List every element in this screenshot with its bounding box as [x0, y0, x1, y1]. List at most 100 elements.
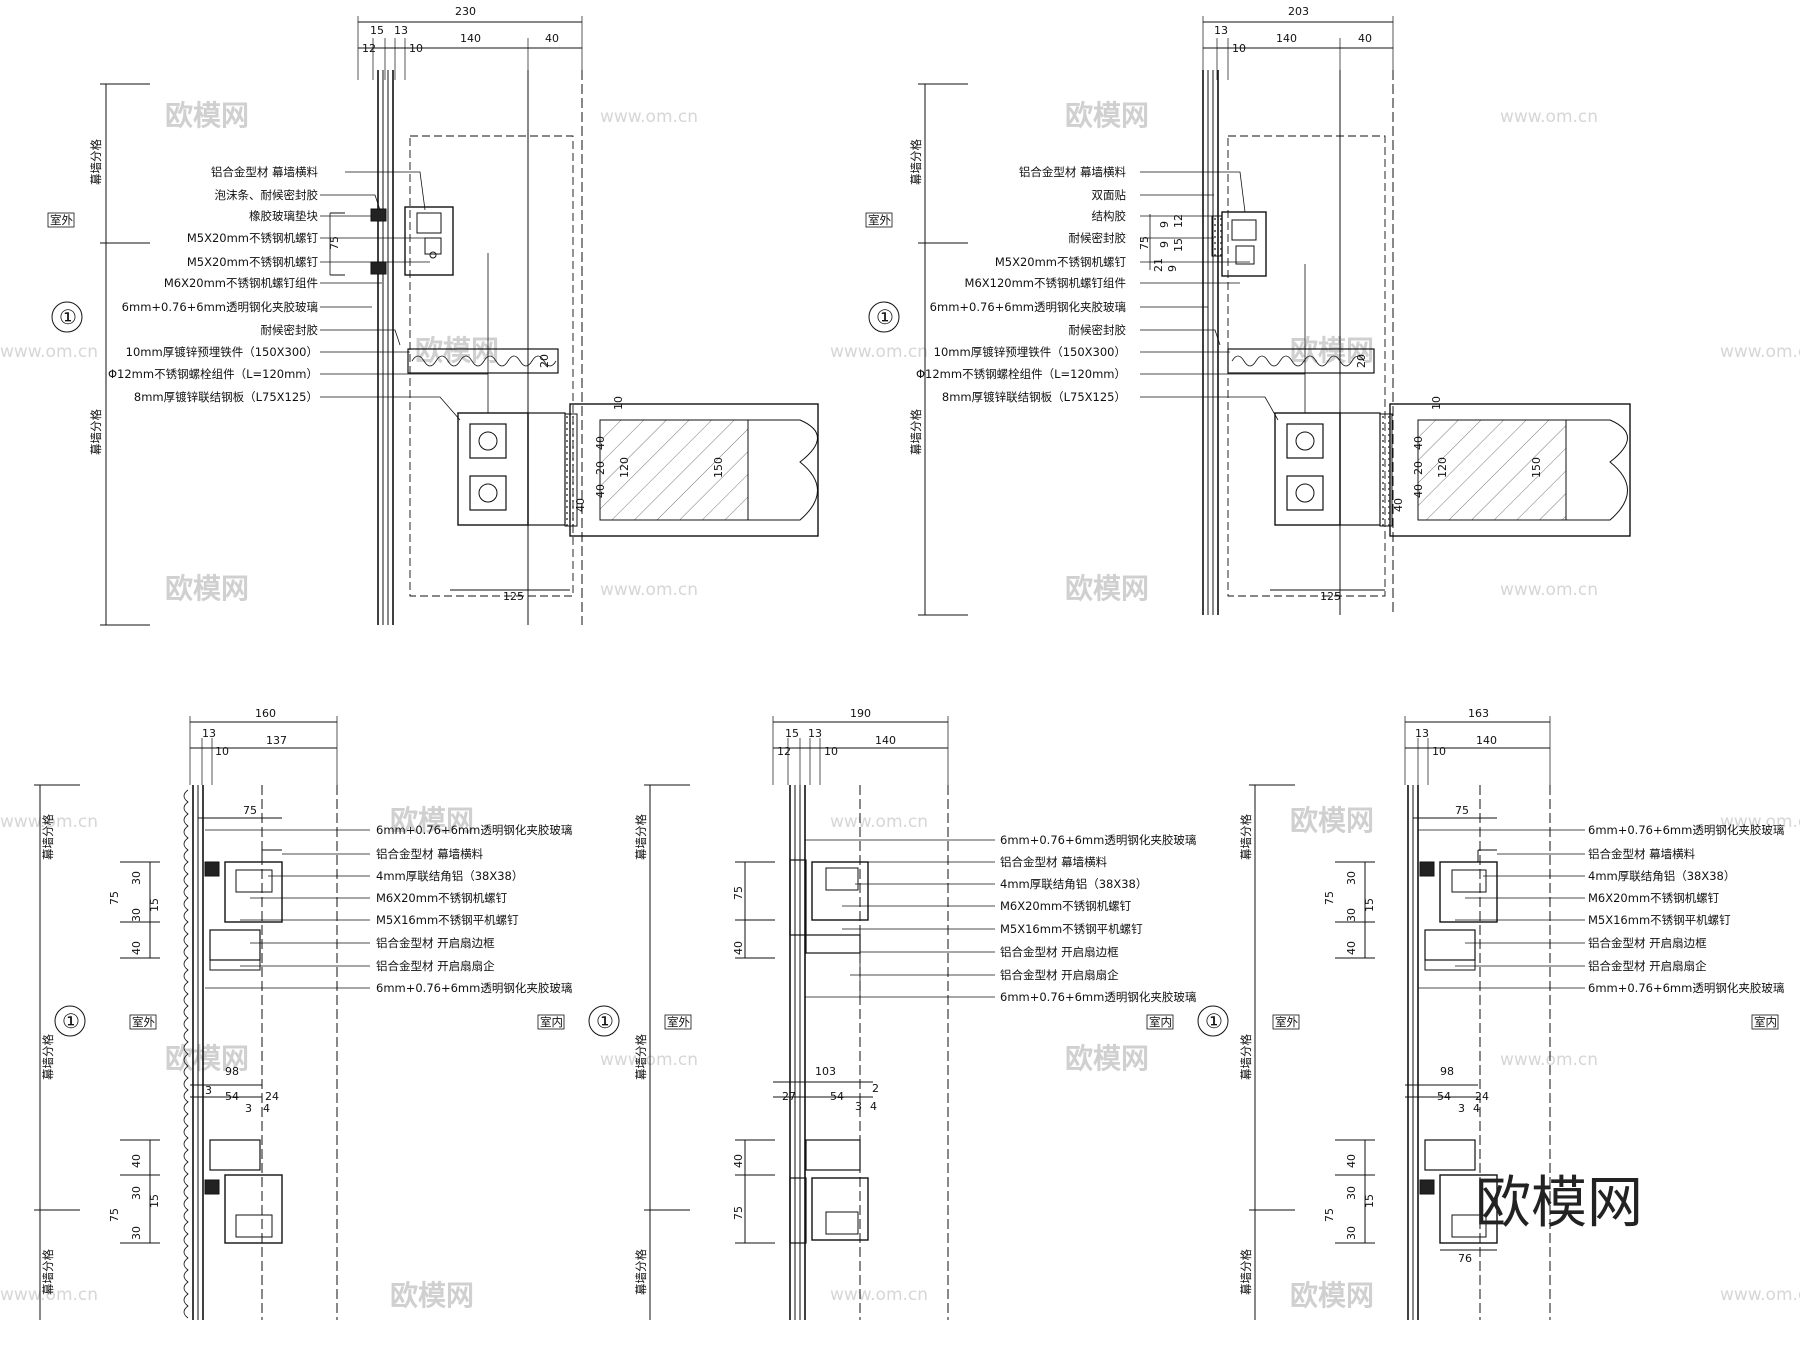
callout-label: 4mm厚联结角铝（38X38）	[1588, 869, 1735, 883]
detail-panel-3	[34, 716, 565, 1320]
detail-panel-5	[1197, 716, 1779, 1320]
dim-label: 30	[130, 871, 143, 885]
watermark-url: www.om.cn	[1500, 107, 1598, 127]
callout-label: 双面贴	[1092, 188, 1127, 202]
dim-label: 75	[1323, 1208, 1336, 1222]
dim-label: 103	[815, 1065, 836, 1078]
watermark-url: www.om.cn	[600, 107, 698, 127]
callout-label: M6X20mm不锈钢机螺钉	[376, 891, 508, 905]
dim-label: 40	[574, 498, 587, 512]
callout-label: 铝合金型材 开启扇边框	[376, 936, 495, 950]
division-label: 幕墙分格	[634, 1034, 648, 1080]
callout-label: 6mm+0.76+6mm透明钢化夹胶玻璃	[930, 300, 1126, 314]
dim-label: 140	[875, 734, 896, 747]
outside-tag: 室外	[667, 1015, 690, 1029]
dim-label: 75	[732, 1206, 745, 1220]
watermark-logo: 欧模网	[1290, 1279, 1374, 1312]
dim-label: 10	[612, 396, 625, 410]
watermark-logo: 欧模网	[165, 572, 249, 605]
dim-label: 98	[1440, 1065, 1454, 1078]
callout-label: M6X20mm不锈钢机螺钉	[1588, 891, 1720, 905]
watermark-logo: 欧模网	[415, 334, 499, 367]
callout-label: M5X16mm不锈钢平机螺钉	[1000, 922, 1143, 936]
dim-label: 140	[1476, 734, 1497, 747]
watermark-url: www.om.cn	[1720, 1285, 1800, 1305]
dim-label: 24	[265, 1090, 279, 1103]
callout-label: 6mm+0.76+6mm透明钢化夹胶玻璃	[376, 981, 572, 995]
callout-label: 铝合金型材 幕墙横料	[1019, 165, 1127, 179]
dim-label: 12	[777, 745, 791, 758]
callout-label: 10mm厚镀锌预埋铁件（150X300）	[126, 345, 318, 359]
dim-label: 10	[1430, 396, 1443, 410]
callout-label: 耐候密封胶	[1069, 231, 1127, 245]
callout-label: 8mm厚镀锌联结钢板（L75X125）	[942, 390, 1126, 404]
callout-label: 铝合金型材 开启扇扇企	[376, 959, 495, 973]
dim-label: 30	[1345, 871, 1358, 885]
dim-label: 40	[594, 436, 607, 450]
callout-label: 铝合金型材 开启扇边框	[1000, 945, 1119, 959]
inside-tag: 室内	[1149, 1015, 1172, 1029]
division-label: 幕墙分格	[41, 1249, 55, 1295]
division-label: 幕墙分格	[634, 1249, 648, 1295]
dim-label: 76	[1458, 1252, 1472, 1265]
callout-label: 耐候密封胶	[261, 323, 319, 337]
detail-number: ①	[59, 305, 77, 329]
dim-label: 137	[266, 734, 287, 747]
dim-label: 20	[538, 354, 551, 368]
callout-label: M5X20mm不锈钢机螺钉	[995, 255, 1127, 269]
dim-label: 54	[830, 1090, 844, 1103]
division-label: 幕墙分格	[41, 1034, 55, 1080]
watermark-logo: 欧模网	[165, 1042, 249, 1075]
dim-label: 40	[732, 941, 745, 955]
callout-label: M5X16mm不锈钢平机螺钉	[376, 913, 519, 927]
callout-label: M6X20mm不锈钢机螺钉组件	[164, 276, 318, 290]
callout-label: 6mm+0.76+6mm透明钢化夹胶玻璃	[1588, 981, 1784, 995]
dim-label: 4	[1473, 1102, 1480, 1115]
dim-label: 54	[225, 1090, 239, 1103]
watermark-url: www.om.cn	[600, 1050, 698, 1070]
dim-label: 30	[1345, 1186, 1358, 1200]
dim-label: 15	[1363, 898, 1376, 912]
dim-label: 125	[503, 590, 524, 603]
dim-label: 140	[1276, 32, 1297, 45]
dim-label: 140	[460, 32, 481, 45]
dim-label: 40	[130, 941, 143, 955]
dim-label: 40	[732, 1154, 745, 1168]
dim-label: 13	[394, 24, 408, 37]
watermark-logo: 欧模网	[1290, 804, 1374, 837]
outside-tag: 室外	[132, 1015, 155, 1029]
callout-label: 6mm+0.76+6mm透明钢化夹胶玻璃	[376, 823, 572, 837]
panel-3-text: 160 13 10 137 75 75 30 30 40 98 3 54 24 …	[41, 707, 572, 1295]
watermark-logo: 欧模网	[1065, 572, 1149, 605]
inside-tag: 室内	[1754, 1015, 1777, 1029]
dim-label: 13	[1214, 24, 1228, 37]
dim-label: 10	[1432, 745, 1446, 758]
division-label: 幕墙分格	[41, 814, 55, 860]
panel-4-text: 190 15 13 12 10 140 75 40 103 27 54 2 3 …	[596, 707, 1196, 1295]
callout-label: 4mm厚联结角铝（38X38）	[376, 869, 523, 883]
watermark-logo: 欧模网	[1065, 99, 1149, 132]
dim-label: 40	[1345, 941, 1358, 955]
division-label: 幕墙分格	[89, 409, 103, 455]
dim-label: 3	[855, 1100, 862, 1113]
detail-number: ①	[1205, 1009, 1223, 1033]
division-label: 幕墙分格	[1239, 814, 1253, 860]
dim-label: 75	[108, 1208, 121, 1222]
callout-label: 铝合金型材 开启扇边框	[1588, 936, 1707, 950]
dim-label: 15	[1172, 238, 1185, 252]
callout-label: Φ12mm不锈钢螺栓组件（L=120mm）	[108, 367, 318, 381]
outside-tag: 室外	[50, 213, 73, 227]
dim-label: 150	[1530, 457, 1543, 478]
dim-total-width: 190	[850, 707, 871, 720]
dim-label: 3	[205, 1084, 212, 1097]
panel-2-text: 203 13 10 140 40 75 9 12 9 15 21 9 20 10…	[868, 5, 1543, 603]
dim-label: 54	[1437, 1090, 1451, 1103]
division-label: 幕墙分格	[909, 139, 923, 185]
detail-panel-4	[588, 716, 1174, 1320]
dim-label: 30	[130, 1226, 143, 1240]
dim-label: 20	[1412, 461, 1425, 475]
watermark-url: www.om.cn	[1500, 1050, 1598, 1070]
callout-label: M6X20mm不锈钢机螺钉	[1000, 899, 1132, 913]
callout-label: 6mm+0.76+6mm透明钢化夹胶玻璃	[122, 300, 318, 314]
